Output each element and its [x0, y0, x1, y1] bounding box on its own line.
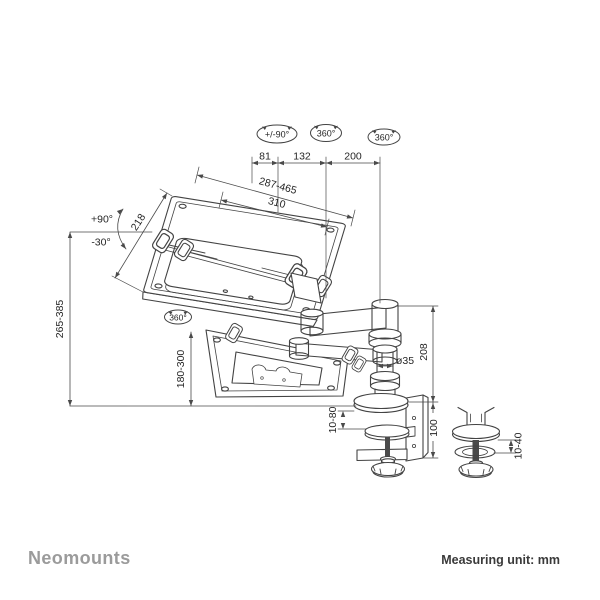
dim-label-132: 132: [293, 151, 311, 163]
tilt-arc: [117, 208, 127, 250]
swivel-badge-2: [367, 128, 401, 146]
swivel-badge-3-label: 360°: [169, 313, 187, 323]
swivel-badge-1: [310, 124, 342, 142]
tray-arm-bracket: [290, 272, 322, 304]
dim-label-81: 81: [259, 151, 271, 163]
arm-elbow-joint: [300, 308, 324, 336]
dim-pole-height: [395, 305, 439, 459]
dim-platform-width-line: [220, 199, 328, 228]
dim-grommet-range: [493, 439, 517, 454]
dim-label-platform-width: 310: [267, 195, 287, 211]
dim-label-200: 200: [344, 151, 362, 163]
brand-logo: Neomounts: [28, 548, 131, 568]
grommet-mount: [451, 406, 501, 479]
dim-label-pole-diameter: ø35: [396, 355, 414, 367]
laptop-tray-lower: [205, 321, 349, 398]
desk-clamp: [353, 392, 429, 478]
tilt-up-label: +90°: [91, 214, 113, 226]
mounting-pole: [368, 298, 402, 399]
dim-label-clamp-height: 100: [428, 419, 440, 437]
swivel-badge-1-label: 360°: [317, 129, 336, 139]
swivel-badge-3: [164, 309, 192, 325]
dim-width-range-line: [196, 174, 354, 219]
label-mask: [430, 413, 443, 441]
dim-label-height-lower: 180-300: [175, 350, 187, 389]
swivel-badge-2-label: 360°: [375, 133, 394, 143]
measuring-unit-note: Measuring unit: mm: [441, 553, 560, 567]
dim-label-clamp-range: 10-80: [327, 406, 339, 433]
dim-height-upper: [69, 231, 153, 407]
dim-label-depth: 218: [129, 212, 149, 233]
tilt-badge: [256, 124, 298, 144]
laptop-tray-upper: [141, 196, 346, 327]
rotation-badges: [164, 124, 401, 325]
tilt-badge-label: +/-90°: [265, 130, 290, 140]
dim-depth-line: [114, 192, 168, 279]
dim-label-pole-height: 208: [418, 343, 430, 361]
tilt-down-label: -30°: [91, 237, 110, 249]
dim-clamp-range: [337, 410, 367, 430]
dim-label-height-upper: 265-385: [54, 300, 66, 339]
swivel-arm-lower: [288, 337, 383, 374]
swivel-arm-upper: [309, 306, 387, 337]
dim-label-grommet-range: 10-40: [513, 432, 525, 459]
